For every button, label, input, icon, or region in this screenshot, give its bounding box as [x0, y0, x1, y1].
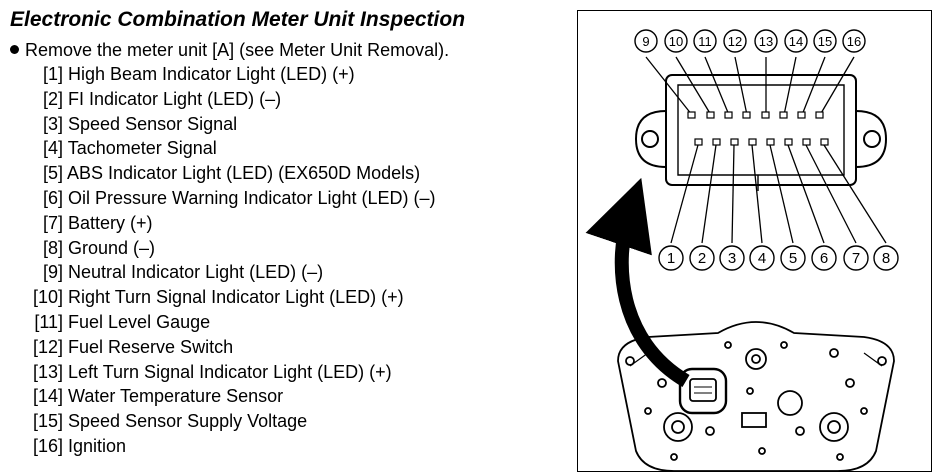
terminal-label: Battery (+): [68, 212, 153, 233]
terminal-item: [6] Oil Pressure Warning Indicator Light…: [24, 186, 436, 211]
terminal-number: [7]: [42, 212, 63, 233]
pin-callout-5: [780, 245, 806, 271]
pin-label: 15: [818, 34, 832, 49]
terminal-label: Ground (–): [68, 237, 156, 258]
terminal-number: [10]: [32, 287, 63, 308]
terminal-label: Tachometer Signal: [67, 138, 217, 159]
top-pin-callouts: 9 10 11 12 13 14 15 16: [634, 29, 866, 53]
terminal-item: [10] Right Turn Signal Indicator Light (…: [24, 285, 435, 310]
terminal-label: Speed Sensor Signal: [68, 113, 238, 134]
instruction-text: Remove the meter unit [A] (see Meter Uni…: [25, 40, 450, 60]
bottom-pins: [694, 138, 829, 146]
terminal-item: [3] Speed Sensor Signal: [24, 112, 435, 137]
pin-callout-16: [842, 29, 866, 53]
terminal-label: Water Temperature Sensor: [68, 386, 284, 407]
pin-callout-2: [689, 245, 715, 271]
pin-callout-15: [813, 29, 837, 53]
pin-callout-7: [843, 245, 869, 271]
connector-body: [634, 74, 888, 191]
bottom-pin-callouts: 1 2 3 4 5 6 7 8: [658, 245, 899, 271]
top-pin-leaders: [645, 56, 855, 116]
pin-callout-10: [664, 29, 688, 53]
terminal-label: High Beam Indicator Light (LED) (+): [68, 64, 355, 84]
meter-unit-housing: [617, 321, 895, 472]
pin-label: 11: [698, 34, 712, 49]
bullet-icon: [10, 45, 19, 54]
pin-label: 5: [789, 250, 797, 267]
terminal-item: [5] ABS Indicator Light (LED) (EX650D Mo…: [24, 161, 435, 186]
terminal-number: [6]: [42, 187, 63, 208]
terminal-item: [15] Speed Sensor Supply Voltage: [24, 409, 435, 434]
terminal-item: [11] Fuel Level Gauge: [24, 310, 435, 335]
terminal-label: Neutral Indicator Light (LED) (–): [68, 262, 324, 283]
terminal-item: [1] High Beam Indicator Light (LED) (+): [24, 62, 435, 87]
curved-arrow-icon: [585, 177, 690, 388]
pin-callout-11: [693, 29, 717, 53]
terminal-number: [12]: [32, 336, 63, 357]
pin-label: 9: [642, 34, 649, 49]
page-title: Electronic Combination Meter Unit Inspec…: [10, 8, 466, 31]
terminal-number: [13]: [32, 361, 63, 382]
bottom-pin-leaders: [670, 144, 887, 244]
pin-label: 2: [698, 250, 706, 267]
terminal-number: [15]: [32, 411, 63, 432]
terminal-list: [1] High Beam Indicator Light (LED) (+) …: [24, 62, 436, 459]
connector-diagram-svg: 9 10 11 12 13 14 15 16 1 2 3 4: [585, 29, 899, 472]
pin-callout-12: [723, 29, 747, 53]
terminal-item: [9] Neutral Indicator Light (LED) (–): [24, 260, 435, 285]
terminal-label: Speed Sensor Supply Voltage: [68, 411, 308, 432]
terminal-number: [5]: [42, 163, 63, 184]
pin-label: 13: [759, 34, 773, 49]
terminal-number: [14]: [32, 386, 63, 407]
pin-label: 8: [882, 250, 890, 267]
terminal-number: [2]: [42, 88, 63, 109]
instruction-line: Remove the meter unit [A] (see Meter Uni…: [10, 40, 449, 61]
connector-diagram: 9 10 11 12 13 14 15 16 1 2 3 4: [577, 10, 932, 472]
terminal-number: [8]: [42, 237, 63, 258]
pin-label: 16: [847, 34, 861, 49]
terminal-item: [13] Left Turn Signal Indicator Light (L…: [24, 360, 435, 385]
terminal-item: [16] Ignition: [24, 434, 435, 459]
terminal-number: [16]: [32, 435, 63, 456]
terminal-label: ABS Indicator Light (LED) (EX650D Models…: [67, 163, 421, 184]
terminal-label: Ignition: [68, 435, 127, 456]
pin-label: 3: [728, 250, 736, 267]
terminal-number: [11]: [34, 311, 63, 332]
pin-callout-8: [873, 245, 899, 271]
pin-callout-6: [811, 245, 837, 271]
terminal-number: [4]: [42, 138, 63, 159]
pin-label: 1: [667, 250, 675, 267]
terminal-item: [7] Battery (+): [24, 211, 435, 236]
terminal-number: [1]: [42, 64, 63, 84]
pin-label: 12: [728, 34, 742, 49]
pin-label: 4: [758, 250, 766, 267]
pin-label: 10: [669, 34, 683, 49]
pin-label: 7: [852, 250, 860, 267]
pin-label: 14: [789, 34, 803, 49]
pin-callout-14: [784, 29, 808, 53]
terminal-label: Left Turn Signal Indicator Light (LED) (…: [68, 361, 392, 382]
pin-callout-1: [658, 245, 684, 271]
terminal-item: [8] Ground (–): [24, 236, 435, 261]
terminal-item: [14] Water Temperature Sensor: [24, 384, 435, 409]
terminal-item: [12] Fuel Reserve Switch: [24, 335, 435, 360]
pin-callout-9: [634, 29, 658, 53]
terminal-label: Fuel Level Gauge: [68, 311, 211, 332]
terminal-label: Oil Pressure Warning Indicator Light (LE…: [68, 187, 436, 208]
terminal-item: [4] Tachometer Signal: [24, 136, 435, 161]
pin-callout-3: [719, 245, 745, 271]
top-pins: [687, 111, 824, 119]
terminal-number: [3]: [42, 113, 63, 134]
pin-callout-4: [749, 245, 775, 271]
pin-callout-13: [754, 29, 778, 53]
terminal-label: Fuel Reserve Switch: [68, 336, 234, 357]
terminal-number: [9]: [42, 262, 63, 283]
pin-label: 6: [820, 250, 828, 267]
terminal-item: [2] FI Indicator Light (LED) (–): [24, 87, 435, 112]
terminal-label: FI Indicator Light (LED) (–): [68, 88, 282, 109]
terminal-label: Right Turn Signal Indicator Light (LED) …: [68, 287, 404, 308]
